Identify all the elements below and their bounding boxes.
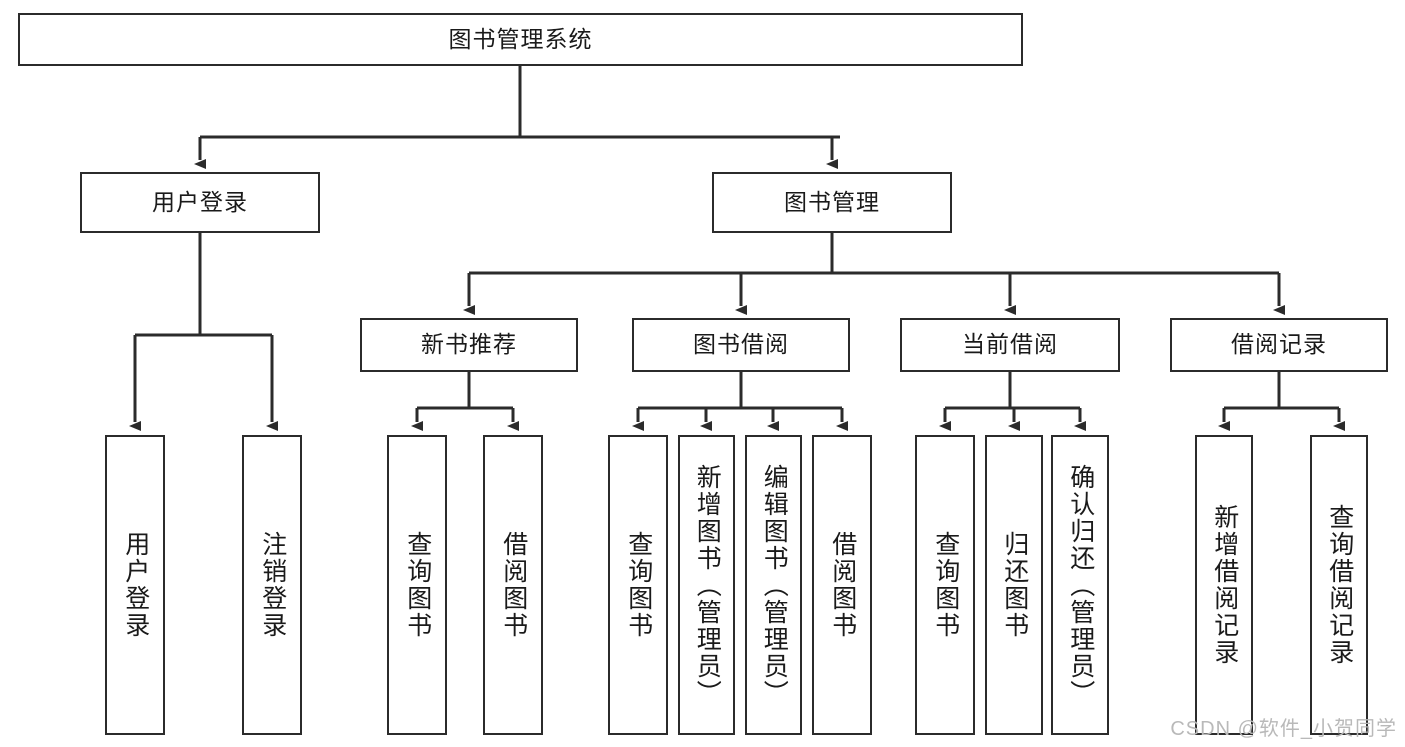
node-leaf-query-book-borrow[interactable]: 查询图书 xyxy=(608,435,668,735)
node-label: 新书推荐 xyxy=(421,331,517,358)
node-label: 确认归还（管理员） xyxy=(1066,463,1095,707)
node-label: 查询借阅记录 xyxy=(1325,504,1354,666)
node-level1-book-management[interactable]: 图书管理 xyxy=(712,172,952,233)
node-label: 借阅图书 xyxy=(499,531,528,639)
node-level2-new-book-recommend[interactable]: 新书推荐 xyxy=(360,318,578,372)
node-label: 新增借阅记录 xyxy=(1210,504,1239,666)
node-leaf-logout[interactable]: 注销登录 xyxy=(242,435,302,735)
node-root[interactable]: 图书管理系统 xyxy=(18,13,1023,66)
node-level2-book-borrow[interactable]: 图书借阅 xyxy=(632,318,850,372)
node-leaf-user-login[interactable]: 用户登录 xyxy=(105,435,165,735)
node-label: 编辑图书（管理员） xyxy=(760,463,789,707)
node-label: 查询图书 xyxy=(403,531,432,639)
node-root-label: 图书管理系统 xyxy=(448,25,593,52)
node-leaf-query-book-current[interactable]: 查询图书 xyxy=(915,435,975,735)
node-label: 图书借阅 xyxy=(693,331,789,358)
node-label: 当前借阅 xyxy=(962,331,1058,358)
node-leaf-borrow-book-newbook[interactable]: 借阅图书 xyxy=(483,435,543,735)
node-leaf-add-borrow-record[interactable]: 新增借阅记录 xyxy=(1195,435,1253,735)
node-label: 用户登录 xyxy=(152,188,248,215)
node-leaf-return-book[interactable]: 归还图书 xyxy=(985,435,1043,735)
node-label: 查询图书 xyxy=(624,531,653,639)
node-label: 图书管理 xyxy=(784,188,880,215)
node-label: 注销登录 xyxy=(258,531,287,639)
node-label: 借阅图书 xyxy=(828,531,857,639)
node-label: 用户登录 xyxy=(121,531,150,639)
node-label: 查询图书 xyxy=(931,531,960,639)
node-leaf-query-borrow-record[interactable]: 查询借阅记录 xyxy=(1310,435,1368,735)
csdn-watermark: CSDN @软件_小贺同学 xyxy=(1170,718,1397,740)
node-leaf-edit-book-admin[interactable]: 编辑图书（管理员） xyxy=(745,435,802,735)
node-leaf-query-book-newbook[interactable]: 查询图书 xyxy=(387,435,447,735)
node-leaf-borrow-book[interactable]: 借阅图书 xyxy=(812,435,872,735)
node-leaf-add-book-admin[interactable]: 新增图书（管理员） xyxy=(678,435,735,735)
node-label: 归还图书 xyxy=(1000,531,1029,639)
node-level1-user-login[interactable]: 用户登录 xyxy=(80,172,320,233)
node-label: 借阅记录 xyxy=(1231,331,1327,358)
node-label: 新增图书（管理员） xyxy=(693,463,722,707)
node-level2-current-borrow[interactable]: 当前借阅 xyxy=(900,318,1120,372)
node-level2-borrow-records[interactable]: 借阅记录 xyxy=(1170,318,1388,372)
node-leaf-confirm-return-admin[interactable]: 确认归还（管理员） xyxy=(1051,435,1109,735)
